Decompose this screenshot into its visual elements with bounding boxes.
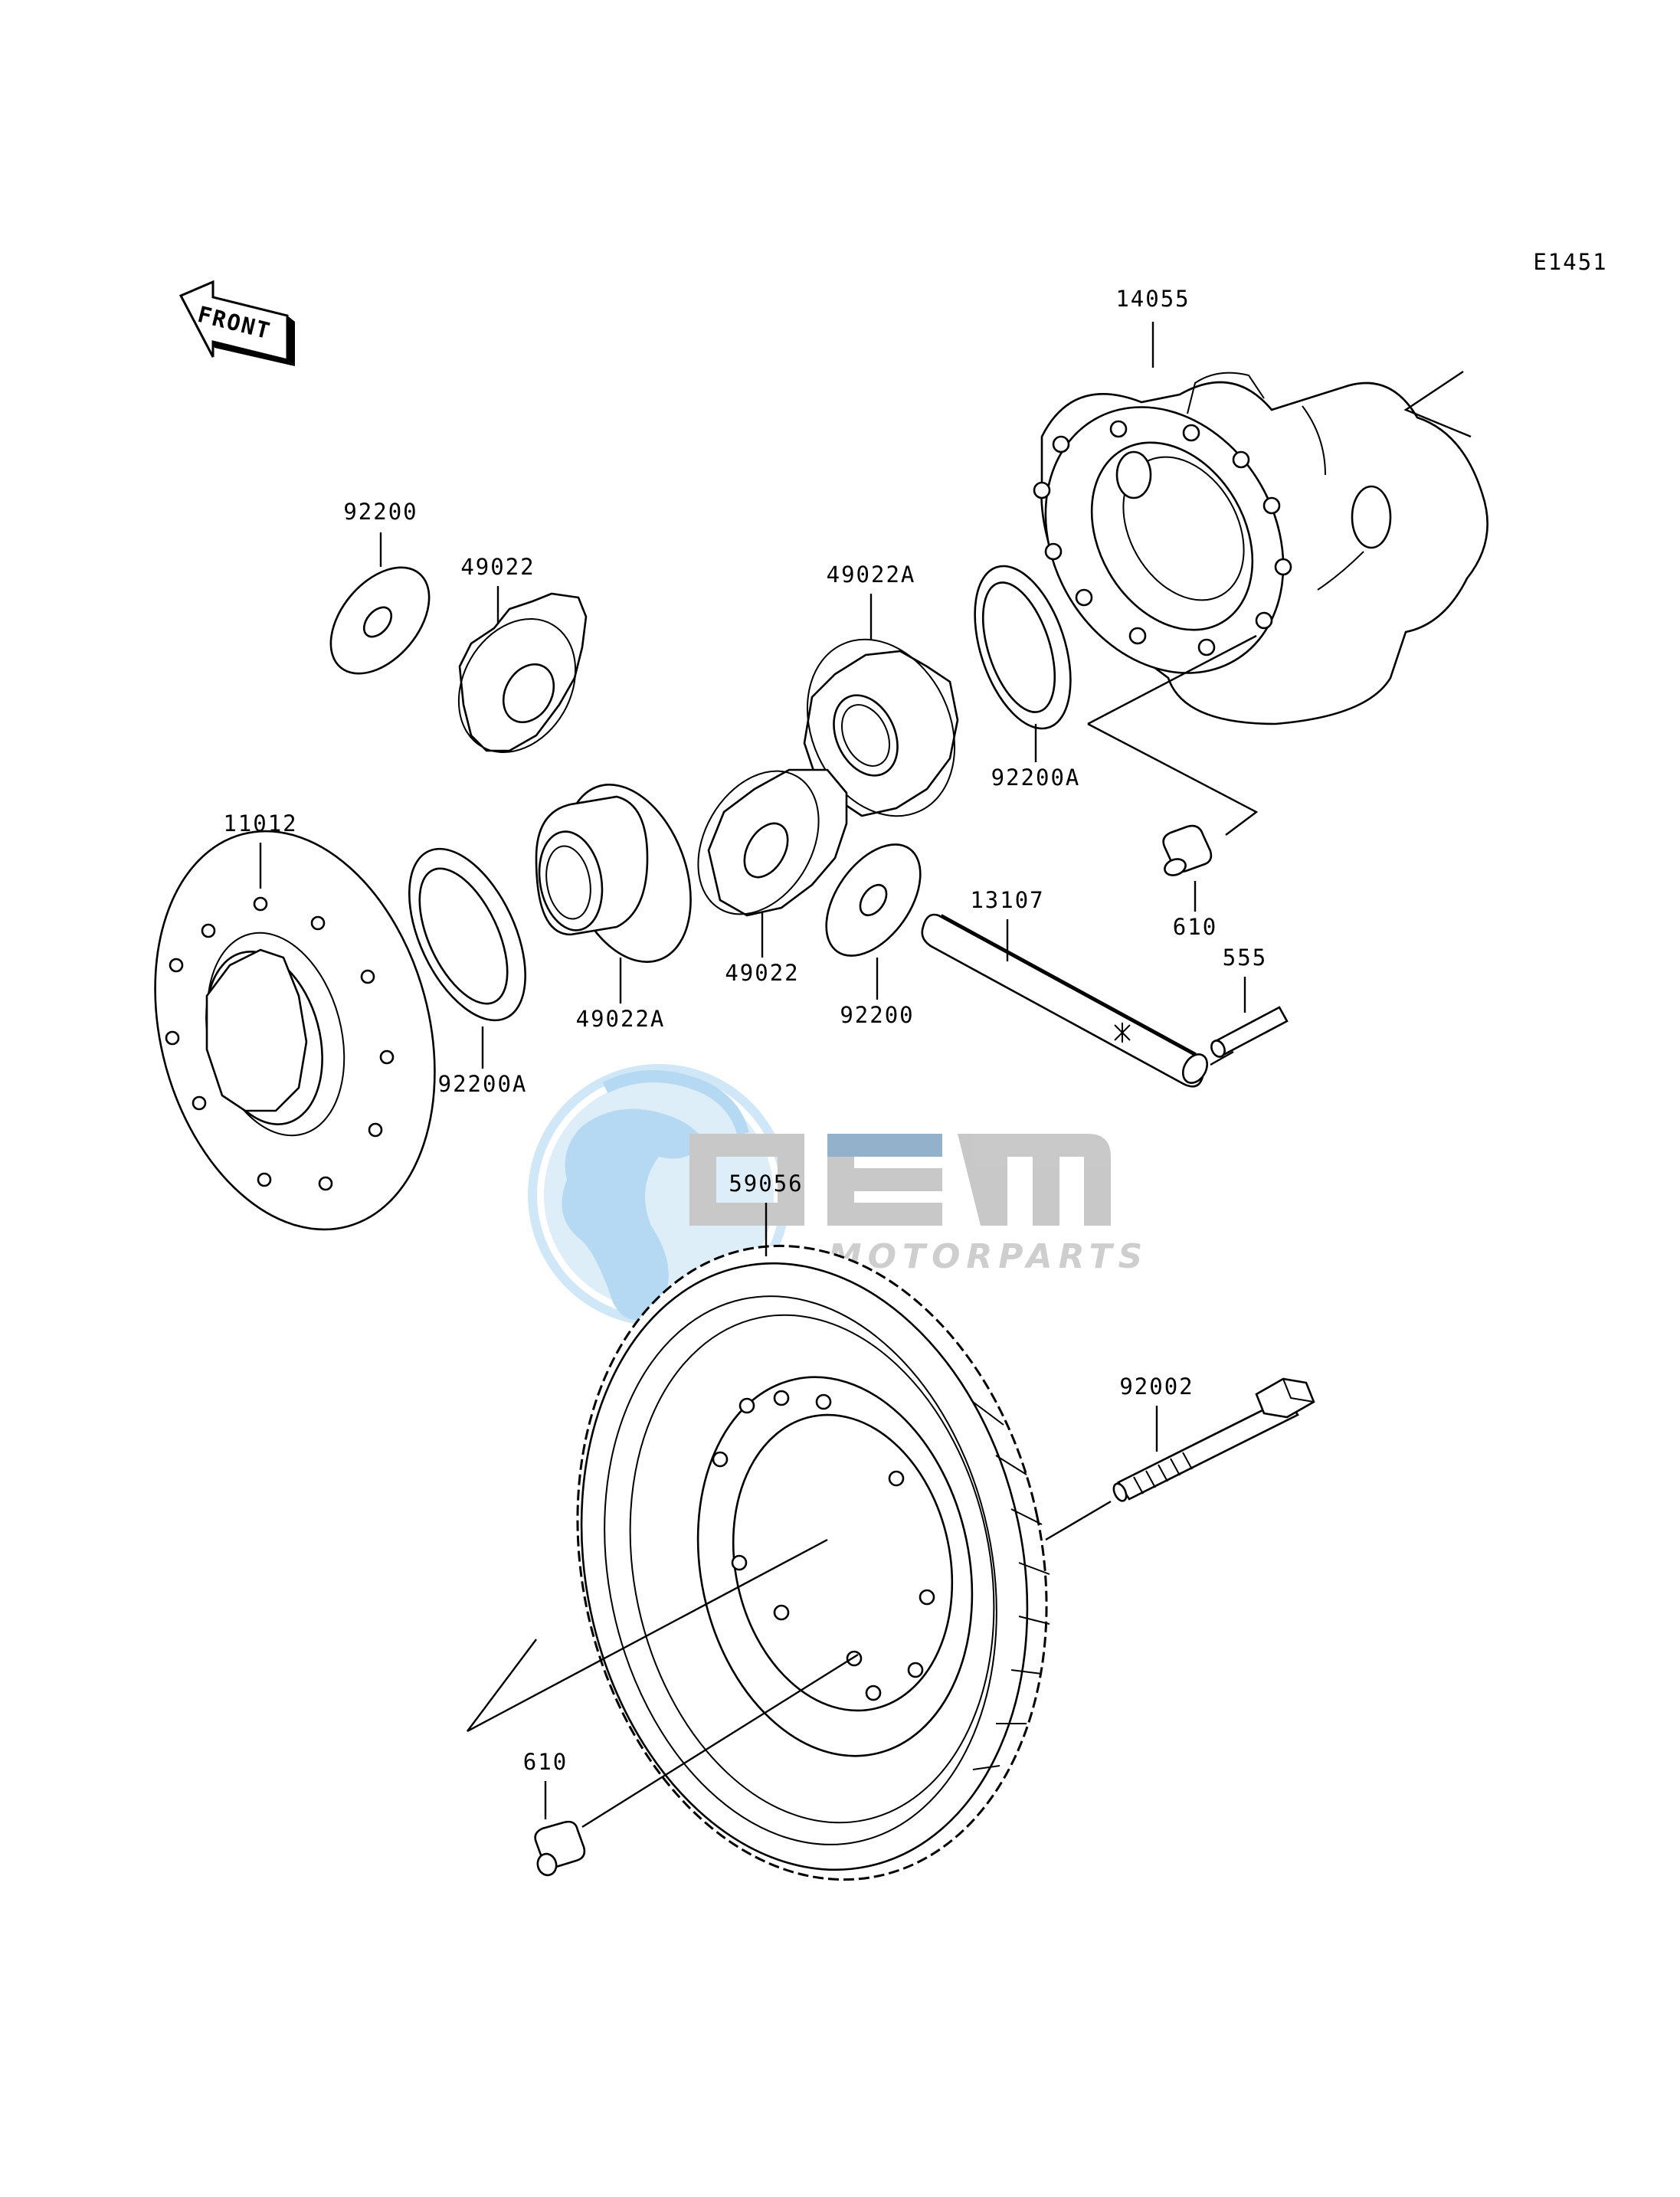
pinion-shaft — [921, 913, 1209, 1088]
watermark-continents-icon — [562, 1108, 705, 1320]
part-label-92200A-upper: 92200A — [991, 765, 1081, 791]
washer-upper — [974, 565, 1072, 730]
part-label-14055: 14055 — [1115, 286, 1190, 312]
watermark: MOTORPARTS — [528, 1064, 1148, 1326]
dowel-pin-lower — [534, 1820, 586, 1877]
part-label-92200A-lower: 92200A — [438, 1071, 528, 1097]
ring-gear — [576, 1244, 1050, 1881]
part-label-59056: 59056 — [729, 1171, 803, 1197]
part-label-49022A-upper: 49022A — [827, 562, 916, 588]
washer-right — [825, 843, 922, 957]
washer-lower — [408, 847, 526, 1022]
watermark-letters — [689, 1134, 1111, 1226]
watermark-tagline: MOTORPARTS — [828, 1237, 1148, 1276]
front-arrow-icon: FRONT — [178, 280, 295, 366]
cover-flange — [154, 830, 436, 1231]
dowel-pin-upper — [1162, 824, 1213, 876]
washer-left — [329, 566, 431, 675]
part-label-49022-left: 49022 — [460, 554, 535, 580]
side-gear-lower — [535, 784, 692, 963]
part-label-610-lower: 610 — [523, 1749, 568, 1775]
part-label-92200-left: 92200 — [343, 499, 418, 525]
part-label-11012: 11012 — [223, 810, 297, 837]
side-gear-upper — [803, 638, 959, 817]
pinion-gear-left — [457, 592, 588, 754]
part-label-610-upper: 610 — [1173, 914, 1217, 940]
differential-case — [1033, 372, 1488, 725]
diagram-code: E1451 — [1533, 249, 1607, 275]
part-label-92002: 92002 — [1119, 1374, 1194, 1400]
part-label-555: 555 — [1223, 945, 1267, 971]
spring-pin — [1210, 1006, 1289, 1058]
part-label-49022A-lower: 49022A — [576, 1006, 666, 1032]
part-label-49022-right: 49022 — [725, 960, 799, 986]
pinion-gear-right — [697, 768, 848, 917]
bolt — [1112, 1377, 1315, 1502]
part-label-92200-right: 92200 — [840, 1002, 914, 1028]
part-label-13107: 13107 — [970, 887, 1044, 913]
